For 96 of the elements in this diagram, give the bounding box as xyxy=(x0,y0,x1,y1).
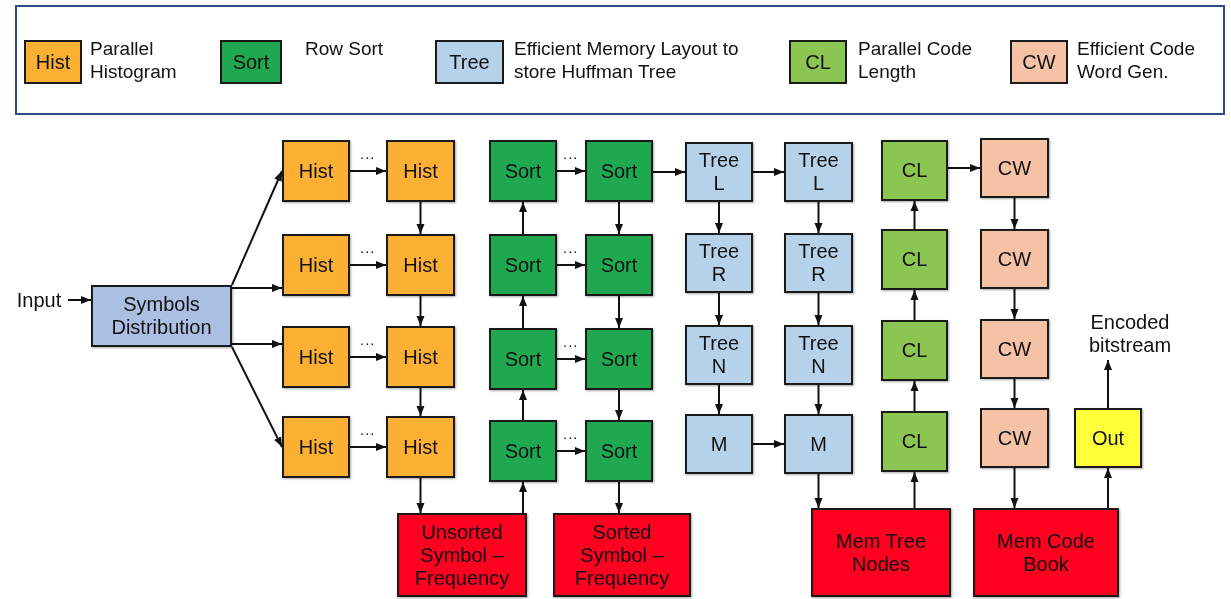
arrow xyxy=(615,389,623,421)
arrow xyxy=(556,355,586,363)
legend-swatch: CW xyxy=(1010,40,1068,84)
process-block: Sort xyxy=(585,140,653,202)
arrow xyxy=(349,261,387,269)
arrow xyxy=(715,201,723,234)
arrow xyxy=(814,473,823,509)
arrow xyxy=(519,201,527,235)
arrow xyxy=(416,387,425,417)
memory-block: Mem Tree Nodes xyxy=(811,508,951,597)
flow-label: Input xyxy=(10,288,68,312)
legend-swatch: Sort xyxy=(220,40,282,84)
legend-swatch: Hist xyxy=(24,40,82,84)
arrow xyxy=(615,295,623,329)
arrow xyxy=(1010,467,1019,509)
arrow xyxy=(519,481,527,514)
arrow xyxy=(615,481,623,514)
arrow xyxy=(814,384,823,415)
legend-text: Efficient Code Word Gen. xyxy=(1077,38,1196,84)
arrow xyxy=(416,477,425,514)
legend-text: Parallel Histogram xyxy=(90,38,178,84)
process-block: Tree N xyxy=(784,325,853,385)
arrow xyxy=(67,296,92,304)
arrow xyxy=(652,168,686,176)
process-block: CL xyxy=(881,411,948,472)
process-block: Sort xyxy=(489,234,557,296)
arrow xyxy=(752,168,785,176)
arrow xyxy=(349,167,387,175)
arrow xyxy=(715,384,723,415)
process-block: Symbols Distribution xyxy=(91,285,232,347)
arrow xyxy=(1104,467,1112,509)
process-block: Hist xyxy=(386,234,455,296)
process-block: Sort xyxy=(585,420,653,482)
process-block: M xyxy=(685,414,753,474)
arrow xyxy=(556,261,586,269)
process-block: Hist xyxy=(282,140,350,202)
process-block: Sort xyxy=(489,328,557,390)
arrow xyxy=(231,170,283,286)
arrow xyxy=(910,471,919,509)
arrow xyxy=(615,201,623,235)
process-block: Sort xyxy=(585,328,653,390)
legend-swatch: CL xyxy=(789,40,847,84)
arrow xyxy=(519,389,527,421)
arrow xyxy=(416,201,425,235)
process-block: CL xyxy=(881,229,948,290)
arrow xyxy=(814,292,823,326)
process-block: CW xyxy=(980,408,1049,468)
memory-block: Mem Code Book xyxy=(973,508,1119,597)
arrow xyxy=(910,200,919,230)
process-block: CW xyxy=(980,138,1049,198)
process-block: Out xyxy=(1074,408,1142,468)
legend-swatch: Tree xyxy=(435,40,504,84)
process-block: Hist xyxy=(282,326,350,388)
arrow xyxy=(910,289,919,321)
arrow xyxy=(1104,359,1112,409)
process-block: Tree R xyxy=(784,233,853,293)
arrow xyxy=(947,164,981,172)
arrow xyxy=(231,340,283,348)
process-block: Sort xyxy=(489,420,557,482)
memory-block: Sorted Symbol – Frequency xyxy=(553,513,691,597)
arrow xyxy=(231,346,283,448)
legend-text: Parallel Code Length xyxy=(858,38,974,84)
process-block: Hist xyxy=(386,326,455,388)
arrow xyxy=(752,440,785,448)
process-block: Hist xyxy=(282,234,350,296)
arrow xyxy=(349,443,387,451)
arrow xyxy=(1010,288,1019,320)
process-block: M xyxy=(784,414,853,474)
arrow xyxy=(349,353,387,361)
process-block: Hist xyxy=(386,140,455,202)
process-block: Tree N xyxy=(685,325,753,385)
arrow xyxy=(231,284,283,292)
process-block: Hist xyxy=(386,416,455,478)
arrow xyxy=(416,295,425,327)
process-block: Hist xyxy=(282,416,350,478)
process-block: CW xyxy=(980,319,1049,379)
arrow xyxy=(910,380,919,412)
arrow xyxy=(715,292,723,326)
process-block: Tree L xyxy=(784,142,853,202)
process-block: Tree L xyxy=(685,142,753,202)
arrow xyxy=(814,201,823,234)
process-block: CL xyxy=(881,140,948,201)
arrow xyxy=(519,295,527,329)
process-block: CL xyxy=(881,320,948,381)
process-block: Sort xyxy=(489,140,557,202)
arrow xyxy=(1010,378,1019,409)
legend-text: Efficient Memory Layout to store Huffman Tree xyxy=(514,38,740,84)
arrow xyxy=(556,167,586,175)
arrow xyxy=(1010,197,1019,230)
process-block: CW xyxy=(980,229,1049,289)
memory-block: Unsorted Symbol – Frequency xyxy=(397,513,527,597)
flow-label: Encoded bitstream xyxy=(1076,308,1184,360)
arrow xyxy=(556,447,586,455)
process-block: Sort xyxy=(585,234,653,296)
process-block: Tree R xyxy=(685,233,753,293)
legend-text: Row Sort xyxy=(305,38,385,61)
